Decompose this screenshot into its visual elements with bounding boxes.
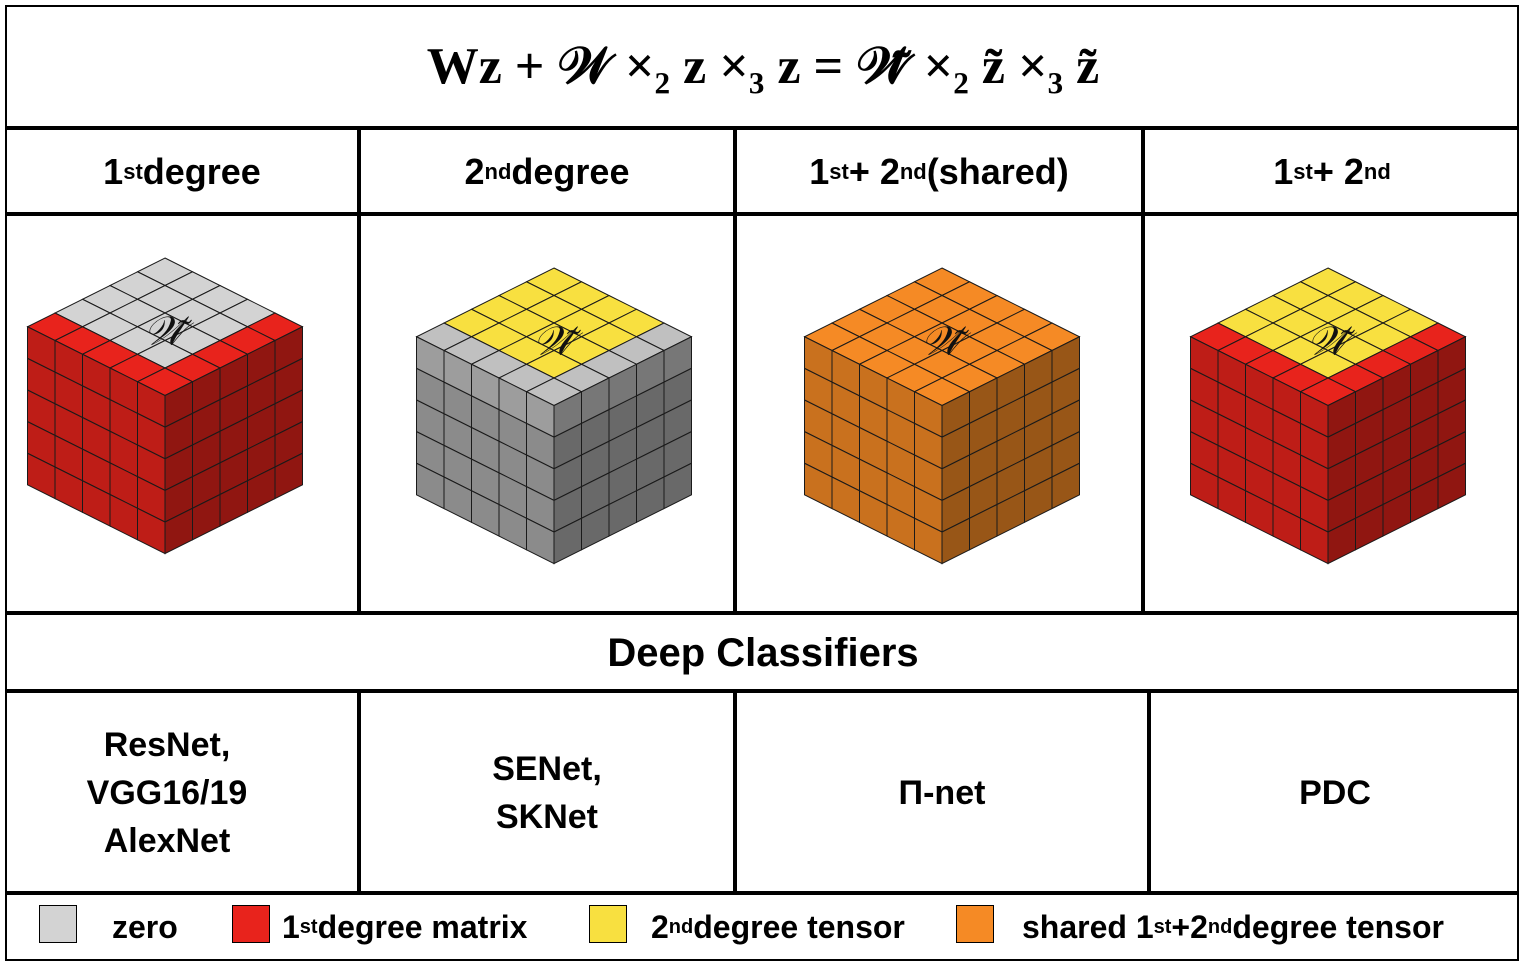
cube-right-tile [137, 507, 166, 555]
divider-top [7, 126, 1519, 130]
cube-right-tile [1300, 517, 1329, 565]
divider-section [7, 689, 1519, 693]
model-cell-1st-plus-2nd: PDC [1299, 774, 1371, 812]
legend-swatch-1st-degree-matrix [232, 905, 270, 943]
legend-label-zero: zero [112, 908, 178, 945]
cube-1st-plus-2nd: 𝒲̃ [1189, 267, 1467, 565]
cube-1st-degree: 𝒲̃ [26, 257, 304, 555]
legend-swatch-zero [39, 905, 77, 943]
divider-model-col-2 [733, 689, 737, 895]
divider-col-1 [357, 126, 361, 615]
cube-cell-1st-plus-2nd: 𝒲̃ [1145, 216, 1519, 612]
cube-right-tile [914, 517, 943, 565]
divider-col-2 [733, 126, 737, 615]
divider-model-col-1 [357, 689, 361, 895]
divider-model-col-3 [1147, 689, 1151, 895]
divider-cubes [7, 611, 1519, 615]
cube-cell-shared: 𝒲̃ [737, 216, 1141, 612]
table-frame [5, 5, 1519, 961]
cube-shared: 𝒲̃ [803, 267, 1081, 565]
model-cell-shared: Π-net [898, 774, 986, 812]
cube-cell-2nd-degree: 𝒲̃ [361, 216, 733, 612]
divider-models [7, 891, 1519, 895]
formula: Wz + 𝒲 ×₂ z ×₃ z = 𝒲̃ ×₂ z̃ ×₃ z̃ [426, 37, 1100, 95]
divider-header [7, 212, 1519, 216]
divider-col-3 [1141, 126, 1145, 615]
legend-swatch-2nd-degree-tensor [589, 905, 627, 943]
cube-cell-1st-degree: 𝒲̃ [7, 216, 357, 612]
cube-right-tile [526, 517, 555, 565]
legend-swatch-shared-tensor [956, 905, 994, 943]
model-cell-2nd-degree: SENet, SKNet [492, 750, 602, 836]
model-cell-1st-degree: ResNet, VGG16/19 AlexNet [86, 726, 248, 860]
cube-2nd-degree: 𝒲̃ [415, 267, 693, 565]
section-title: Deep Classifiers [607, 630, 919, 675]
